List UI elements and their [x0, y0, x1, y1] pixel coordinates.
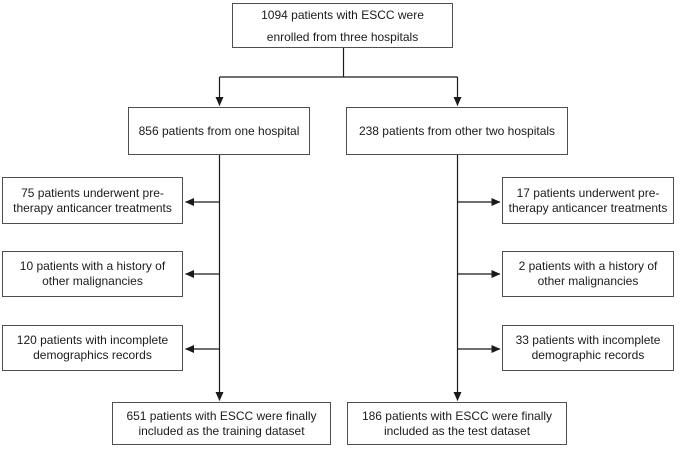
node-exclusion-left-demographics: 120 patients with incomplete demographic…: [2, 325, 183, 371]
node-exclusion-left-malignancies-line-1: 10 patients with a history of: [19, 259, 166, 273]
node-exclusion-right-pretherapy-line-1: 17 patients underwent pre-: [516, 185, 660, 200]
node-exclusion-right-demographics-line-2: demographic records: [531, 348, 645, 362]
node-exclusion-left-pretherapy-line-2: therapy anticancer treatments: [13, 200, 172, 215]
node-training-dataset-line-1: 651 patients with ESCC were finally: [126, 408, 317, 423]
node-enrolled: 1094 patients with ESCC were enrolled fr…: [232, 3, 453, 48]
node-enrolled-line-1: 1094 patients with ESCC were: [261, 7, 424, 22]
node-training-dataset: 651 patients with ESCC were finally incl…: [112, 402, 331, 445]
node-exclusion-left-pretherapy-line-1: 75 patients underwent pre-: [21, 185, 164, 200]
node-training-dataset-line-2: included as the training dataset: [138, 423, 305, 438]
node-exclusion-right-malignancies-line-2: other malignancies: [537, 274, 639, 288]
node-branch-two-hospitals-line-1: 238 patients from other two hospitals: [358, 123, 556, 138]
node-exclusion-left-pretherapy: 75 patients underwent pre- therapy antic…: [2, 177, 183, 224]
node-test-dataset: 186 patients with ESCC were finally incl…: [347, 402, 567, 445]
node-exclusion-left-malignancies: 10 patients with a history of other mali…: [2, 251, 183, 297]
node-enrolled-line-2: enrolled from three hospitals: [266, 29, 419, 44]
node-exclusion-left-demographics-line-2: demographics records: [33, 348, 152, 362]
node-branch-one-hospital-line-1: 856 patients from one hospital: [138, 123, 300, 138]
node-test-dataset-line-2: included as the test dataset: [383, 423, 531, 438]
node-exclusion-right-demographics-line-1: 33 patients with incomplete: [515, 333, 661, 347]
node-exclusion-right-malignancies: 2 patients with a history of other malig…: [502, 251, 674, 297]
node-exclusion-right-pretherapy-line-2: therapy anticancer treatments: [508, 200, 668, 215]
node-branch-one-hospital: 856 patients from one hospital: [128, 107, 310, 155]
node-test-dataset-line-1: 186 patients with ESCC were finally: [361, 408, 553, 423]
node-exclusion-right-demographics: 33 patients with incomplete demographic …: [502, 325, 674, 371]
node-branch-two-hospitals: 238 patients from other two hospitals: [346, 107, 568, 155]
node-exclusion-left-malignancies-line-2: other malignancies: [42, 274, 143, 288]
node-exclusion-right-malignancies-line-1: 2 patients with a history of: [518, 259, 658, 273]
node-exclusion-left-demographics-line-1: 120 patients with incomplete: [16, 333, 169, 347]
node-exclusion-right-pretherapy: 17 patients underwent pre- therapy antic…: [502, 177, 674, 224]
